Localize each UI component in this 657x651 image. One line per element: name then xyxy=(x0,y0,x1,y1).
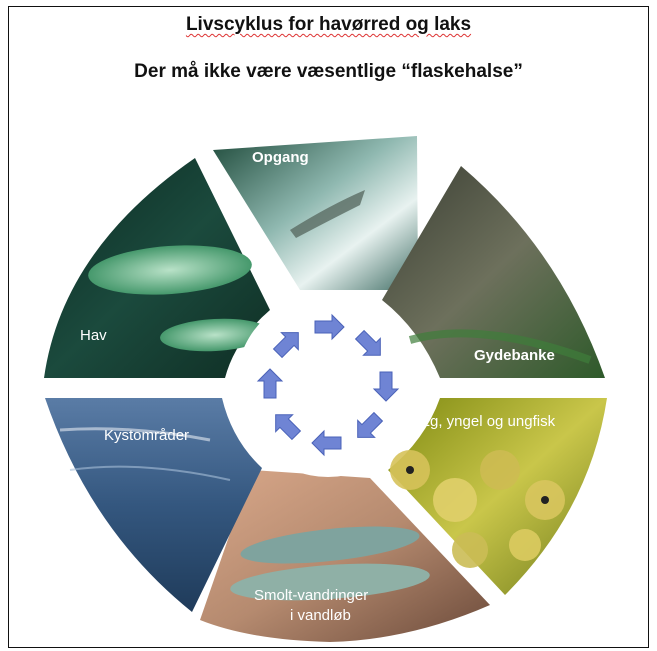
wedge-aeg-yngel xyxy=(388,398,607,595)
title-line-2: Der må ikke være væsentlige “flaskehalse… xyxy=(0,61,657,83)
wedge-hav xyxy=(44,158,270,378)
label-opgang: Opgang xyxy=(252,149,309,166)
cycle-arrow xyxy=(272,332,299,359)
wedge-smolt xyxy=(200,470,490,642)
label-smolt-2: i vandløb xyxy=(290,607,351,624)
cycle-arrow xyxy=(256,368,284,399)
cycle-arrow xyxy=(275,414,302,441)
center-hub xyxy=(236,293,420,477)
label-gydebanke: Gydebanke xyxy=(474,347,555,364)
title-text-1: Livscyklus for havørred og laks xyxy=(185,14,472,35)
cycle-arrow xyxy=(314,313,345,341)
cycle-arrow xyxy=(354,329,381,356)
wedge-kystomraader xyxy=(45,398,262,612)
label-smolt-1: Smolt-vandringer xyxy=(254,587,368,604)
circular-arrows-icon xyxy=(256,313,400,457)
cycle-arrow xyxy=(311,429,342,457)
wedge-gydebanke xyxy=(382,166,605,378)
label-kystomraader: Kystområder xyxy=(104,427,189,444)
title-line-1: Livscyklus for havørred og laks xyxy=(0,14,657,36)
cycle-arrow xyxy=(372,371,400,402)
label-aeg-yngel: Æg, yngel og ungfisk xyxy=(415,413,556,430)
label-hav: Hav xyxy=(80,327,107,344)
cycle-arrow xyxy=(357,411,384,438)
wedge-opgang xyxy=(213,136,418,290)
title-text-2: Der må ikke være væsentlige “flaskehalse… xyxy=(134,61,523,82)
